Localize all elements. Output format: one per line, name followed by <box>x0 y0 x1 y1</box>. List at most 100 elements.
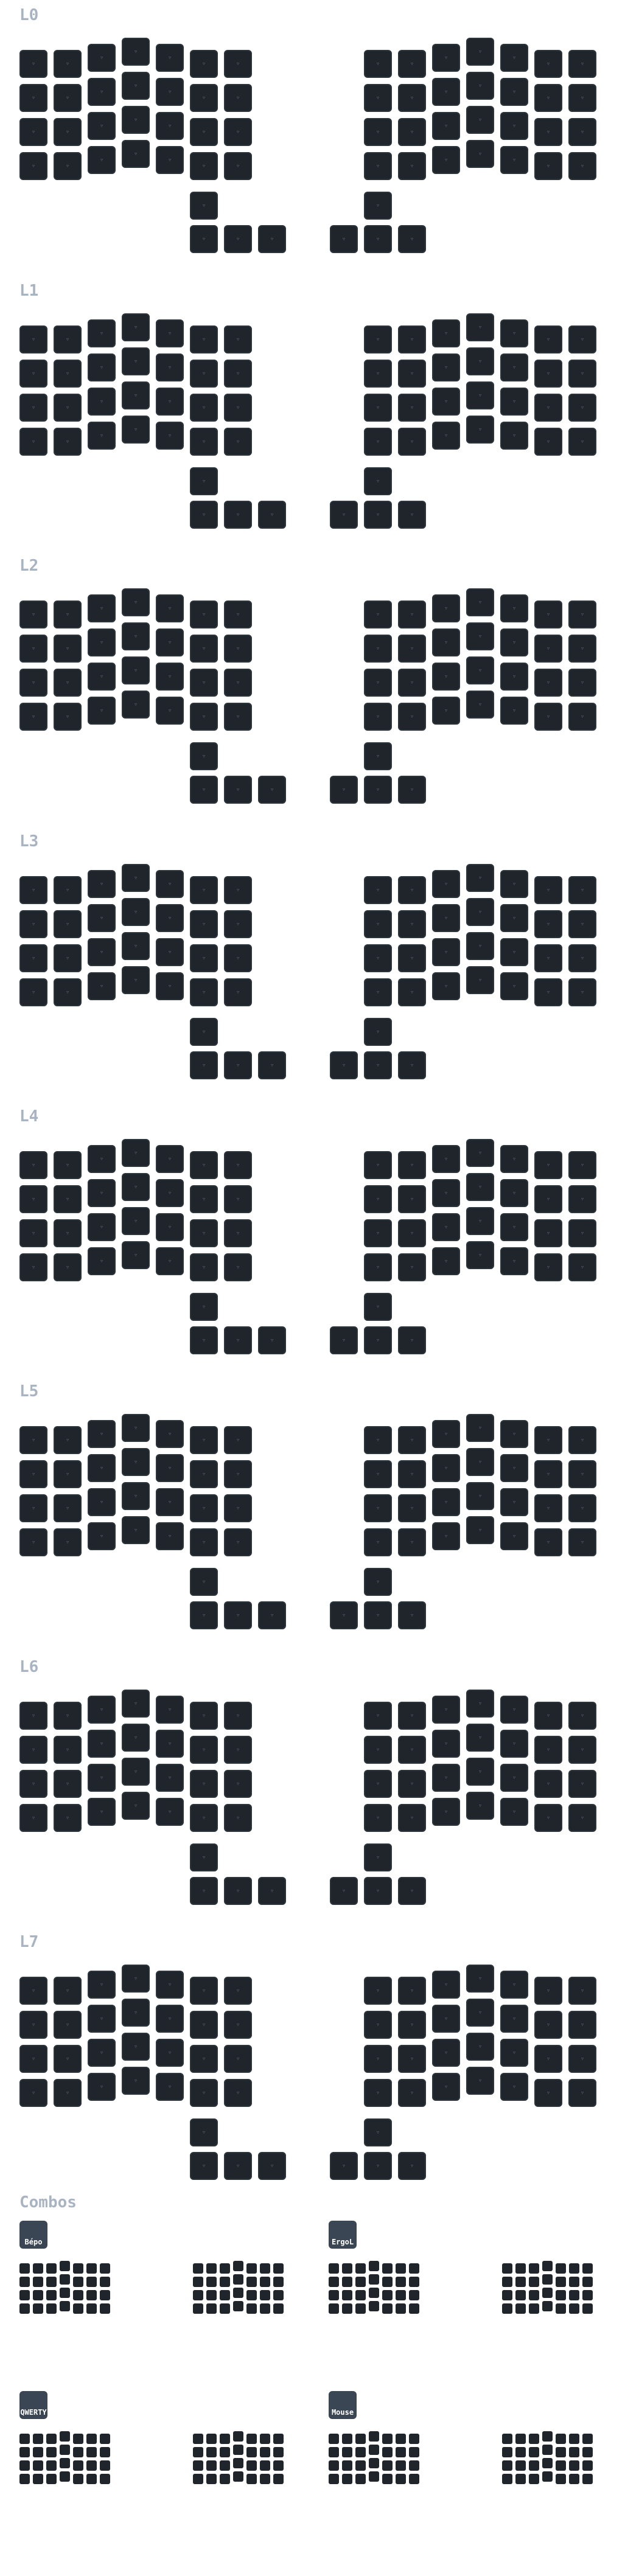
combo-key <box>329 2474 339 2484</box>
left-key: ▿ <box>190 1426 218 1454</box>
left-key: ▿ <box>190 1528 218 1556</box>
combo-key <box>502 2447 512 2457</box>
left-thumb-key: ▿ <box>190 1018 218 1046</box>
left-key: ▿ <box>190 1185 218 1213</box>
combo-key <box>542 2274 553 2285</box>
right-key: ▿ <box>432 1247 460 1275</box>
left-key: ▿ <box>54 703 82 731</box>
left-key: ▿ <box>88 663 116 691</box>
combo-key <box>19 2447 30 2457</box>
right-key: ▿ <box>568 600 596 628</box>
left-key: ▿ <box>156 146 184 174</box>
combo-tag: Bépo <box>19 2221 47 2249</box>
left-key: ▿ <box>54 1426 82 1454</box>
combo-key <box>529 2434 539 2444</box>
left-key: ▿ <box>54 910 82 938</box>
left-key: ▿ <box>19 669 47 697</box>
combo-key <box>273 2277 284 2287</box>
right-key: ▿ <box>568 876 596 904</box>
right-key: ▿ <box>534 2045 562 2073</box>
left-key: ▿ <box>122 588 150 616</box>
right-key: ▿ <box>432 594 460 622</box>
left-key: ▿ <box>88 78 116 106</box>
combo-key <box>273 2303 284 2314</box>
combo-key <box>515 2303 526 2314</box>
right-key: ▿ <box>500 1488 528 1516</box>
left-thumb-key: ▿ <box>190 1326 218 1354</box>
right-key: ▿ <box>466 622 494 650</box>
right-thumb-key: ▿ <box>364 192 392 220</box>
layer-keyboard: ▿▿▿▿▿▿▿▿▿▿▿▿▿▿▿▿▿▿▿▿▿▿▿▿▿▿▿▿▿▿▿▿▿▿▿▿▿▿▿▿… <box>0 1688 625 1932</box>
combo-key <box>382 2263 393 2274</box>
right-key: ▿ <box>534 978 562 1006</box>
combo-key <box>260 2474 270 2484</box>
right-key: ▿ <box>398 428 426 456</box>
right-key: ▿ <box>500 112 528 140</box>
right-key: ▿ <box>466 1724 494 1752</box>
right-key: ▿ <box>432 1420 460 1448</box>
left-key: ▿ <box>19 1804 47 1832</box>
left-key: ▿ <box>19 1219 47 1247</box>
right-key: ▿ <box>534 944 562 972</box>
left-key: ▿ <box>156 972 184 1000</box>
left-key: ▿ <box>190 1804 218 1832</box>
left-thumb-key: ▿ <box>190 1601 218 1629</box>
combo-key <box>396 2460 406 2471</box>
right-key: ▿ <box>466 1482 494 1510</box>
right-key: ▿ <box>534 669 562 697</box>
right-key: ▿ <box>534 1253 562 1281</box>
combo-key <box>355 2303 366 2314</box>
combo-key <box>569 2447 579 2457</box>
right-thumb-key: ▿ <box>364 776 392 804</box>
combo-key <box>329 2447 339 2457</box>
left-key: ▿ <box>54 1804 82 1832</box>
left-key: ▿ <box>54 428 82 456</box>
right-key: ▿ <box>398 635 426 663</box>
left-key: ▿ <box>156 904 184 932</box>
right-key: ▿ <box>500 2005 528 2033</box>
left-thumb-key: ▿ <box>190 1843 218 1871</box>
combo-key <box>193 2460 203 2471</box>
left-key: ▿ <box>122 347 150 375</box>
combo-key <box>396 2447 406 2457</box>
left-key: ▿ <box>190 1702 218 1730</box>
right-key: ▿ <box>432 663 460 691</box>
left-key: ▿ <box>19 2079 47 2107</box>
left-thumb-key: ▿ <box>190 225 218 253</box>
left-key: ▿ <box>19 84 47 112</box>
left-key: ▿ <box>224 1185 252 1213</box>
combo-key <box>273 2460 284 2471</box>
layer-keyboard: ▿▿▿▿▿▿▿▿▿▿▿▿▿▿▿▿▿▿▿▿▿▿▿▿▿▿▿▿▿▿▿▿▿▿▿▿▿▿▿▿… <box>0 587 625 830</box>
right-key: ▿ <box>466 140 494 168</box>
left-key: ▿ <box>190 635 218 663</box>
combo-key <box>369 2471 379 2482</box>
right-key: ▿ <box>568 669 596 697</box>
right-key: ▿ <box>500 1213 528 1241</box>
combo-key <box>342 2434 352 2444</box>
left-thumb-key: ▿ <box>224 1326 252 1354</box>
combo-key <box>355 2447 366 2457</box>
combo-key <box>355 2263 366 2274</box>
right-key: ▿ <box>398 1736 426 1764</box>
combo-key <box>46 2290 57 2300</box>
left-thumb-key: ▿ <box>190 1051 218 1079</box>
left-key: ▿ <box>156 870 184 898</box>
right-key: ▿ <box>534 84 562 112</box>
left-key: ▿ <box>19 394 47 422</box>
left-key: ▿ <box>122 1448 150 1476</box>
left-key: ▿ <box>190 118 218 146</box>
right-key: ▿ <box>398 394 426 422</box>
left-key: ▿ <box>224 428 252 456</box>
combo-key <box>260 2460 270 2471</box>
right-key: ▿ <box>364 1460 392 1488</box>
left-key: ▿ <box>54 1770 82 1798</box>
left-key: ▿ <box>122 1241 150 1269</box>
combo-key <box>86 2277 97 2287</box>
left-thumb-key: ▿ <box>190 1568 218 1596</box>
combo-key <box>19 2277 30 2287</box>
right-key: ▿ <box>432 1798 460 1826</box>
left-key: ▿ <box>156 422 184 450</box>
combo-key <box>529 2277 539 2287</box>
right-key: ▿ <box>534 360 562 388</box>
right-key: ▿ <box>466 2067 494 2095</box>
